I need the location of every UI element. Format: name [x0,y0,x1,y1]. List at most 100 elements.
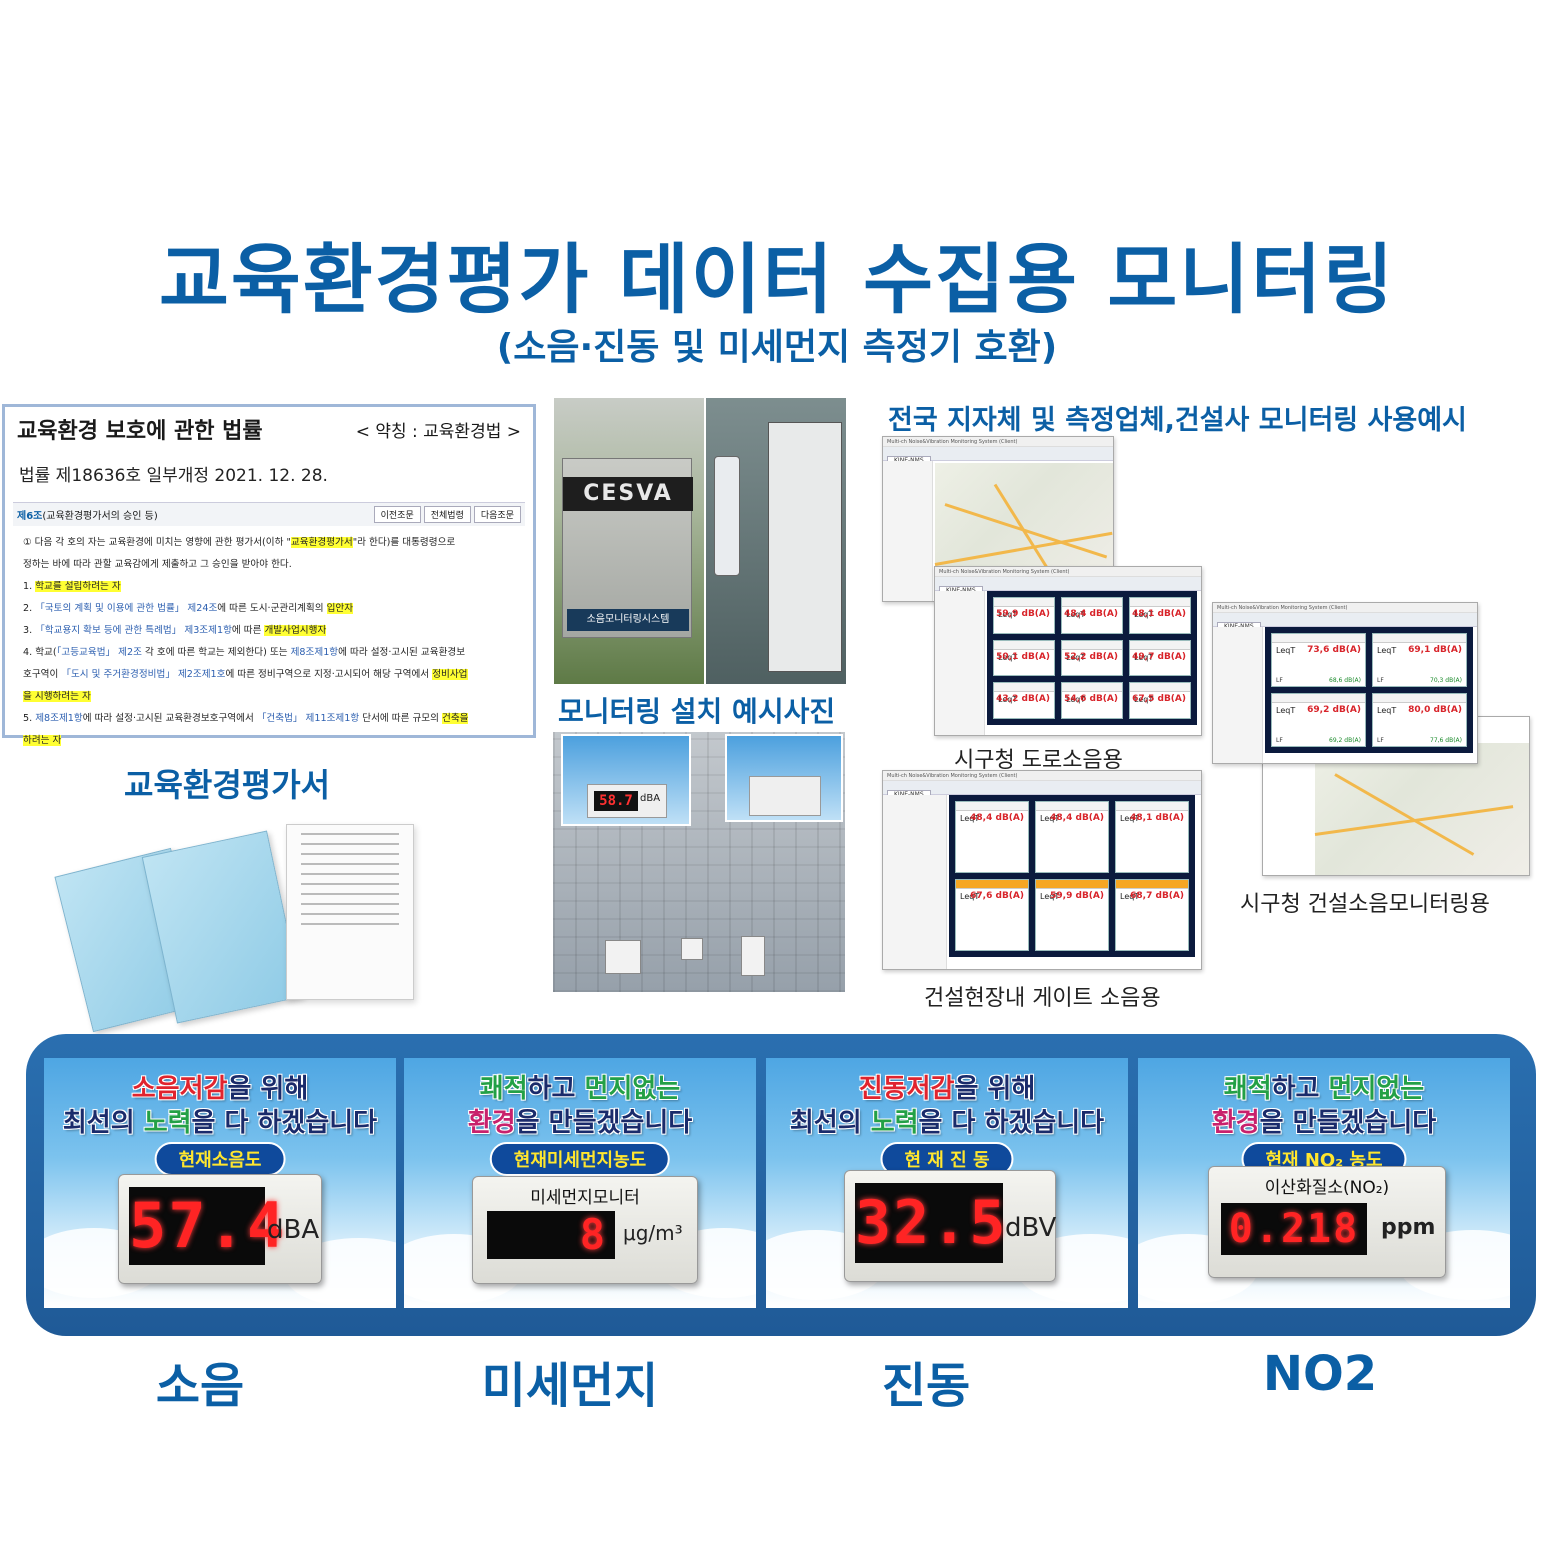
tile-leq-value: 69,2 dB(A) [1307,705,1361,715]
menu-bar: KINE-NMS [935,577,1201,596]
text: 1. [23,581,36,592]
text: ① 다음 각 호의 자는 교육환경에 미치는 영향에 관한 평가서(이하 " [23,537,291,548]
footer-no2: NO2 [1262,1346,1378,1402]
article-number: 제6조 [17,511,43,522]
tile-leq-label: LeqT [1120,892,1140,901]
tile-leq-value: 54,6 dB(A) [1064,694,1118,705]
article-title: (교육환경평가서의 승인 등) [42,511,158,522]
text: 에 따라 설정·고시된 교육환경보호구역에서 [82,713,257,724]
tile-header [994,598,1054,607]
tile-leq-value: 52,2 dB(A) [1064,651,1118,662]
prev-article-button[interactable]: 이전조문 [373,506,421,523]
law-item-3: 3. 「학교용지 확보 등에 관한 특례법」 제3조제1항에 따른 개발사업시행… [23,620,515,642]
cabinet-label: 소음모니터링시스템 [567,609,689,631]
law-link[interactable]: 「국토의 계획 및 이용에 관한 법률」 제24조 [35,603,218,614]
law-link[interactable]: 「도시 및 주거환경정비법」 제2조제1호 [61,669,226,680]
tile-leq-label: LeqT [1134,652,1154,662]
text: 환경 [1211,1108,1260,1138]
highlight: 하려는 자 [23,735,62,746]
tile-lf-label: LF [1377,737,1384,744]
no2-unit: ppm [1381,1215,1436,1240]
tile-leq-value: 48,1 dB(A) [1130,813,1184,823]
text: 노력 [143,1108,192,1138]
law-para-1: ① 다음 각 호의 자는 교육환경에 미치는 영향에 관한 평가서(이하 "교육… [23,532,515,554]
law-item-5: 5. 제8조제1항에 따라 설정·고시된 교육환경보호구역에서 「건축법」 제1… [23,708,515,730]
vibration-display-board: 진동저감을 위해 최선의 노력을 다 하겠습니다 현 재 진 동 32.5 dB… [766,1058,1128,1308]
tile-leq-label: LeqT [1066,652,1086,662]
law-link[interactable]: 「건축법」 제11조제1항 [256,713,360,724]
tile-leq-value: 69,1 dB(A) [1408,645,1462,655]
tile-leq-value: 49,7 dB(A) [1132,651,1186,662]
law-link[interactable]: 제8조제1항 [290,647,339,658]
text: 에 따라 설정·고시된 교육환경보 [338,647,466,658]
law-link[interactable]: 제8조제1항 [35,713,83,724]
text: 환경 [467,1108,516,1138]
law-item-4b: 호구역이 「도시 및 주거환경정비법」 제2조제1호에 따른 정비구역으로 지정… [23,664,515,686]
road-label: 시구청 도로소음용 [954,748,1123,773]
noise-led-value: 57.4 [129,1187,284,1265]
text: 노력 [870,1108,919,1138]
tile-leq-label: LeqT [1120,814,1140,823]
tile-leq-value: 59,9 dB(A) [1050,891,1104,901]
cabinet-brand: CESVA [563,477,693,511]
page-subtitle: (소음·진동 및 미세먼지 측정기 호환) [496,327,1058,368]
no2-display-board: 쾌적하고 먼지없는 환경을 만들겠습니다 현재 NO₂ 농도 이산화질소(NO₂… [1138,1058,1510,1308]
vibration-led-value: 32.5 [855,1183,1006,1263]
tile-leq-label: LeqT [998,695,1018,705]
side-panel [883,461,933,601]
window-title: Multi-ch Noise&Vibration Monitoring Syst… [1213,603,1477,613]
vibration-meter: 32.5 dBV [844,1170,1056,1282]
tile-lf-value: 69,2 dB(A) [1329,737,1361,744]
dust-meter-label: 미세먼지모니터 [530,1188,640,1208]
text: 을 다 하겠습니다 [918,1108,1105,1138]
sensor-box [605,940,641,974]
highlight: 개발사업시행자 [264,625,327,636]
text: 에 따른 도시·군관리계획의 [217,603,327,614]
install-photo-wall: 58.7 dBA [553,732,845,992]
tile-leq-label: LeqT [1276,706,1296,715]
text: 을 만들겠습니다 [1259,1108,1437,1138]
text: 쾌적 [1223,1074,1272,1104]
all-law-button[interactable]: 전체법령 [423,506,471,523]
text: 각 호에 따른 학교는 제외한다) 또는 [141,647,291,658]
law-item-2: 2. 「국토의 계획 및 이용에 관한 법률」 제24조에 따른 도시·군관리계… [23,598,515,620]
law-body: ① 다음 각 호의 자는 교육환경에 미치는 영향에 관한 평가서(이하 "교육… [5,526,533,758]
tile-header [1036,802,1108,811]
law-para-2: 정하는 바에 따라 관할 교육감에게 제출하고 그 승인을 받아야 한다. [23,559,292,570]
tile-header [1130,598,1190,607]
tile-leq-label: LeqT [960,814,980,823]
tile-header [994,640,1054,650]
law-link[interactable]: 「고등교육법」 제2조 [56,647,142,658]
dust-led-value: 8 [487,1211,615,1259]
tile-leq-label: LeqT [998,610,1018,619]
tile-header [1062,598,1122,607]
electric-panel [768,422,842,672]
law-link[interactable]: 「학교용지 확보 등에 관한 특례법」 제3조제1항 [35,625,232,636]
tile-leq-label: LeqT [1377,706,1397,715]
tile-lf-label: LF [1377,677,1384,684]
report-photo [54,820,416,1033]
next-article-button[interactable]: 다음조문 [473,506,521,523]
gate-label: 건설현장내 게이트 소음용 [924,986,1161,1011]
tile-header [956,880,1028,889]
